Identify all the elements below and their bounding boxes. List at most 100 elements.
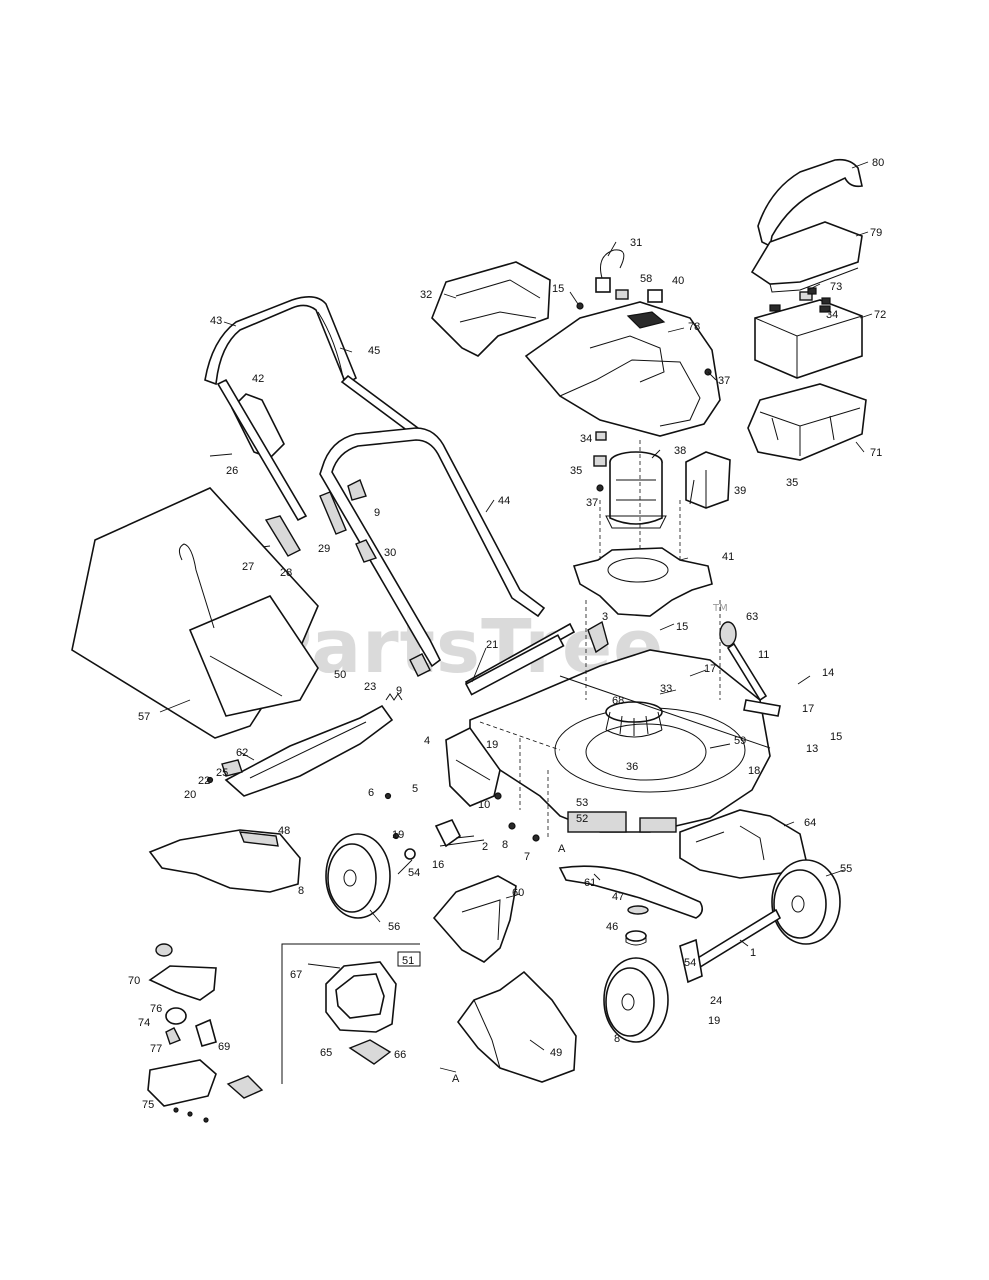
callout-34-motor: 34 <box>580 433 592 445</box>
callout-24: 24 <box>710 995 722 1007</box>
battery-cover-79 <box>750 221 863 293</box>
callout-42: 42 <box>252 373 264 385</box>
callout-72: 72 <box>874 309 886 321</box>
rear-axle-18 <box>559 675 771 749</box>
mulch-plug-60 <box>432 875 517 963</box>
callout-53: 53 <box>576 797 588 809</box>
deflector-latch-20-22-25 <box>206 759 243 784</box>
callout-8-wheel: 8 <box>298 885 304 897</box>
callout-44: 44 <box>498 495 510 507</box>
callout-23: 23 <box>364 681 376 693</box>
callout-27: 27 <box>242 561 254 573</box>
callout-48: 48 <box>278 825 290 837</box>
switch-40 <box>647 289 663 303</box>
callout-52: 52 <box>576 813 588 825</box>
callout-68: 68 <box>612 695 624 707</box>
callout-21: 21 <box>486 639 498 651</box>
callout-76: 76 <box>150 1003 162 1015</box>
callout-3: 3 <box>602 611 608 623</box>
callout-59: 59 <box>734 735 746 747</box>
callout-45: 45 <box>368 345 380 357</box>
callout-15-right: 15 <box>830 731 842 743</box>
callout-37: 37 <box>718 375 730 387</box>
callout-6: 6 <box>368 787 374 799</box>
callout-71: 71 <box>870 447 882 459</box>
callout-17-rear: 17 <box>802 703 814 715</box>
callout-1: 1 <box>750 947 756 959</box>
callout-77: 77 <box>150 1043 162 1055</box>
callout-50: 50 <box>334 669 346 681</box>
callout-67: 67 <box>290 969 302 981</box>
callout-35-motor: 35 <box>570 465 582 477</box>
callout-54: 54 <box>408 867 420 879</box>
blade-61 <box>558 865 704 919</box>
callout-38: 38 <box>674 445 686 457</box>
callout-70: 70 <box>128 975 140 987</box>
bag-latch-65-66 <box>348 1039 392 1065</box>
callout-34: 34 <box>826 309 838 321</box>
callout-63: 63 <box>746 611 758 623</box>
handle-grip-42 <box>231 393 285 459</box>
callout-2: 2 <box>482 841 488 853</box>
callout-65: 65 <box>320 1047 332 1059</box>
hinge-rod-21 <box>464 622 576 696</box>
motor-mount-41 <box>572 547 713 617</box>
callout-36: 36 <box>626 761 638 773</box>
callout-19-lower: 19 <box>392 829 404 841</box>
switch-58 <box>615 289 629 300</box>
motor-mount-parts-34-35-37 <box>593 431 607 492</box>
small-hardware <box>384 792 540 860</box>
callout-51: 51 <box>402 955 414 967</box>
callout-19: 19 <box>486 739 498 751</box>
spring-23 <box>385 693 403 701</box>
callout-15: 15 <box>552 283 564 295</box>
height-lever-11-63 <box>719 621 781 717</box>
inset-box-51 <box>281 943 421 1084</box>
callout-64: 64 <box>804 817 816 829</box>
callout-numbers: 80 79 73 34 72 71 35 31 58 40 32 15 78 3… <box>128 157 886 1111</box>
grass-box-cover-32 <box>431 261 551 357</box>
rear-chute-49 <box>457 970 577 1083</box>
grass-bag-57 <box>71 487 319 739</box>
screw-15a <box>576 302 584 310</box>
callout-74: 74 <box>138 1017 150 1029</box>
callout-9: 9 <box>374 507 380 519</box>
rear-shield-62 <box>224 704 394 797</box>
handle-knobs-9-29-30 <box>319 479 431 677</box>
callout-18: 18 <box>748 765 760 777</box>
callout-14: 14 <box>822 667 834 679</box>
callout-55: 55 <box>840 863 852 875</box>
callout-22: 22 <box>198 775 210 787</box>
callout-15-rod: 15 <box>676 621 688 633</box>
fan-68 <box>605 701 663 738</box>
callout-47: 47 <box>612 891 624 903</box>
callout-31: 31 <box>630 237 642 249</box>
front-wheel-55 <box>771 859 841 945</box>
callout-69: 69 <box>218 1041 230 1053</box>
callout-57: 57 <box>138 711 150 723</box>
callout-41: 41 <box>722 551 734 563</box>
battery-cover-handle-80 <box>757 158 863 248</box>
motor-38 <box>605 451 667 529</box>
battery-tray-71 <box>747 383 867 461</box>
callout-37-motor: 37 <box>586 497 598 509</box>
callout-33: 33 <box>660 683 672 695</box>
callout-32: 32 <box>420 289 432 301</box>
battery-72 <box>754 291 863 379</box>
side-discharge-chute-48 <box>148 829 301 893</box>
callout-26: 26 <box>226 465 238 477</box>
callout-73: 73 <box>830 281 842 293</box>
callout-25: 25 <box>216 767 228 779</box>
circuit-breaker-39 <box>685 451 731 509</box>
bracket-3 <box>587 620 609 654</box>
callout-35: 35 <box>786 477 798 489</box>
blade-adapter-47-46 <box>625 905 649 946</box>
callout-A-top: A <box>558 843 566 855</box>
callout-5: 5 <box>412 783 418 795</box>
callout-56: 56 <box>388 921 400 933</box>
callout-39: 39 <box>734 485 746 497</box>
side-plate-4 <box>445 726 501 807</box>
front-wheel-lower <box>603 957 669 1043</box>
bag-handle-67 <box>307 961 397 1033</box>
